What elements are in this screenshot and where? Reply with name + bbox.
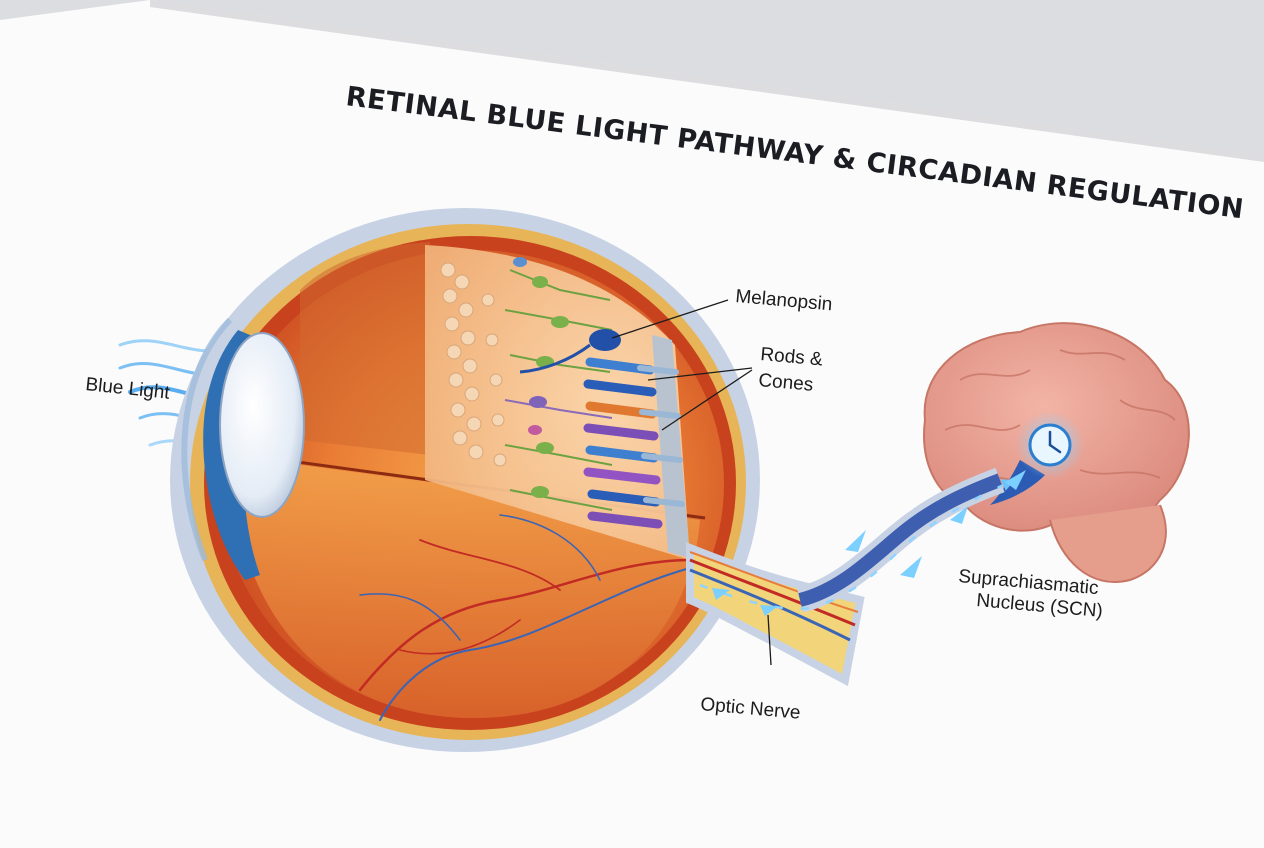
cornea	[181, 317, 233, 562]
retina-cross-section	[425, 245, 690, 560]
clock-icon	[1016, 411, 1084, 479]
rods-cones-label-line2: Cones	[758, 370, 815, 396]
leader-lines	[611, 299, 772, 666]
lens	[219, 332, 305, 518]
ganglion-cells	[504, 257, 613, 511]
paper-shadow	[150, 0, 1264, 162]
signal-arrows	[712, 470, 1026, 616]
photoreceptors	[583, 357, 685, 529]
retinohypothalamic-tract	[699, 467, 1015, 613]
melanopsin-cell	[589, 329, 621, 351]
retinal-blood-vessels	[358, 514, 692, 721]
optic-nerve	[686, 542, 865, 687]
